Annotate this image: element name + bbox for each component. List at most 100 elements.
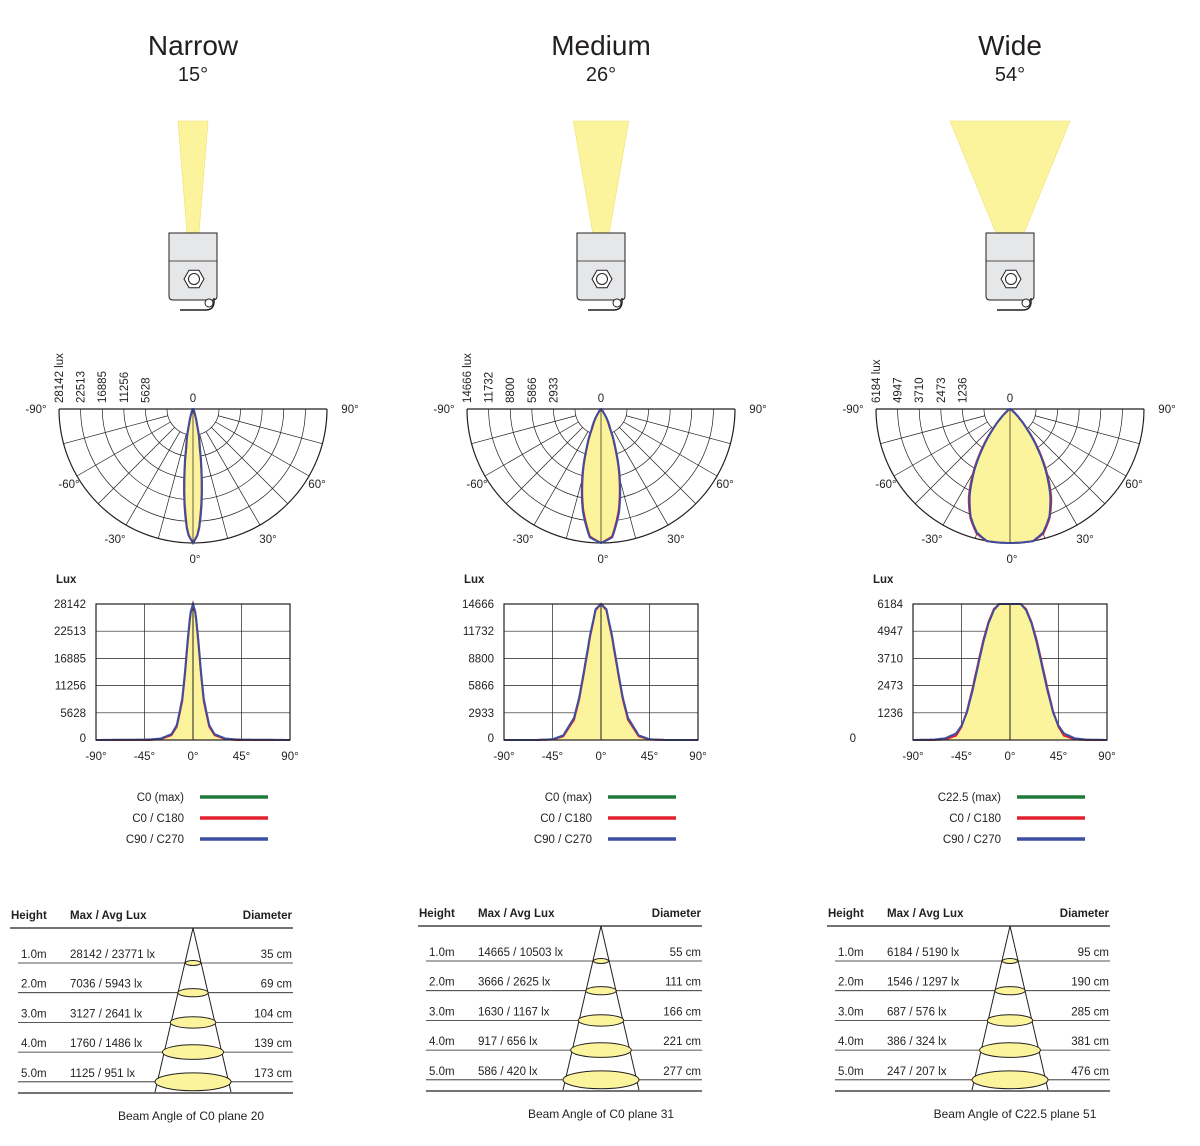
polar-spoke — [205, 431, 261, 526]
x-tick-label: 90° — [1098, 751, 1115, 763]
row-lux: 7036 / 5943 lx — [70, 979, 143, 991]
cone-edge — [600, 925, 640, 1091]
polar-ring-label: 0 — [598, 393, 604, 405]
row-height: 4.0m — [21, 1038, 47, 1050]
beam-spot — [994, 986, 1026, 996]
polar-spoke — [613, 431, 669, 526]
polar-ring-label: 5628 — [140, 377, 152, 403]
lens-ring — [1005, 273, 1017, 285]
beam-angle-label: 15° — [178, 64, 208, 86]
plot-frame — [912, 603, 1108, 741]
x-tick-label: 0° — [596, 751, 607, 763]
spotlight-body — [168, 232, 218, 301]
cartesian-chart: Lux2814222513168851125656280-90°-45°0°45… — [54, 574, 299, 763]
panel-title: Medium — [551, 30, 651, 61]
polar-spoke — [157, 434, 187, 539]
y-tick-label: 5628 — [60, 708, 86, 720]
polar-spoke — [215, 421, 310, 477]
table-header: Height — [419, 908, 455, 920]
polar-angle-label: 60° — [716, 479, 733, 491]
polar-angle-label: 90° — [749, 404, 766, 416]
hexagon-lens-icon — [591, 269, 613, 289]
x-tick-label: -90° — [902, 751, 923, 763]
polar-spoke — [471, 415, 576, 445]
x-tick-label: 90° — [689, 751, 706, 763]
y-tick-label: 11732 — [463, 626, 494, 638]
row-lux: 247 / 207 lx — [887, 1066, 947, 1078]
cone-edge — [562, 925, 602, 1091]
row-diameter: 285 cm — [1071, 1006, 1109, 1018]
polar-spoke — [619, 427, 696, 504]
y-tick-label: 22513 — [54, 626, 86, 638]
mounting-bracket-icon — [588, 298, 623, 311]
x-tick-label: 45° — [233, 751, 250, 763]
polar-spoke — [218, 415, 323, 445]
row-diameter: 277 cm — [663, 1066, 701, 1078]
spotlight-body — [985, 232, 1035, 301]
hexagon-lens-icon — [183, 269, 205, 289]
polar-ring-label: 11256 — [119, 372, 131, 403]
cone-edge — [154, 927, 194, 1093]
cone-edge — [1009, 925, 1049, 1091]
lens-ring — [188, 273, 200, 285]
polar-angle-label: 30° — [667, 534, 684, 546]
legend-label: C0 / C180 — [540, 813, 592, 825]
row-lux: 1760 / 1486 lx — [70, 1038, 143, 1050]
polar-spoke — [63, 415, 168, 445]
y-axis-label: Lux — [56, 574, 77, 586]
row-diameter: 55 cm — [670, 947, 701, 959]
polar-angle-label: 60° — [1125, 479, 1142, 491]
polar-angle-label: 0° — [598, 554, 609, 566]
row-height: 2.0m — [21, 979, 47, 991]
row-lux: 3666 / 2625 lx — [478, 977, 551, 989]
y-tick-label: 4947 — [877, 626, 903, 638]
polar-angle-label: -60° — [58, 479, 79, 491]
polar-ring-label: 11732 — [484, 372, 496, 403]
row-diameter: 190 cm — [1071, 977, 1109, 989]
x-tick-label: 0° — [188, 751, 199, 763]
beam-spot — [562, 1070, 640, 1090]
table-header: Height — [828, 908, 864, 920]
bracket-pivot — [612, 298, 622, 308]
legend-label: C0 / C180 — [949, 813, 1001, 825]
polar-spoke — [880, 415, 985, 445]
x-tick-label: 45° — [641, 751, 658, 763]
polar-angle-label: -90° — [25, 404, 46, 416]
y-tick-label: 0 — [488, 733, 494, 745]
polar-spoke — [1028, 427, 1105, 504]
y-tick-label: 6184 — [877, 599, 903, 611]
polar-angle-label: 90° — [341, 404, 358, 416]
beam-spot — [971, 1070, 1049, 1090]
polar-angle-label: -30° — [921, 534, 942, 546]
row-lux: 3127 / 2641 lx — [70, 1008, 143, 1020]
legend-label: C0 (max) — [545, 792, 592, 804]
row-lux: 687 / 576 lx — [887, 1006, 947, 1018]
table-caption: Beam Angle of C0 plane 20 — [118, 1109, 264, 1123]
polar-angle-label: -90° — [433, 404, 454, 416]
polar-spoke — [1035, 415, 1140, 445]
table-header: Height — [11, 910, 47, 922]
table-header: Max / Avg Lux — [478, 908, 555, 920]
y-tick-label: 1236 — [877, 708, 903, 720]
polar-ring-label: 8800 — [505, 377, 517, 403]
row-height: 3.0m — [838, 1006, 864, 1018]
lens-ring — [596, 273, 608, 285]
beam-spot — [592, 958, 610, 964]
plot-frame — [503, 603, 699, 741]
y-tick-label: 11256 — [55, 681, 86, 693]
y-tick-label: 2473 — [877, 681, 903, 693]
legend-label: C0 (max) — [137, 792, 184, 804]
beam-angle-label: 54° — [995, 64, 1025, 86]
polar-angle-label: -60° — [875, 479, 896, 491]
beam-spot — [177, 988, 209, 998]
polar-spoke — [626, 415, 731, 445]
row-height: 5.0m — [21, 1068, 47, 1080]
mounting-bracket-icon — [997, 298, 1032, 311]
legend-label: C90 / C270 — [943, 834, 1001, 846]
beam-angle-label: 26° — [586, 64, 616, 86]
